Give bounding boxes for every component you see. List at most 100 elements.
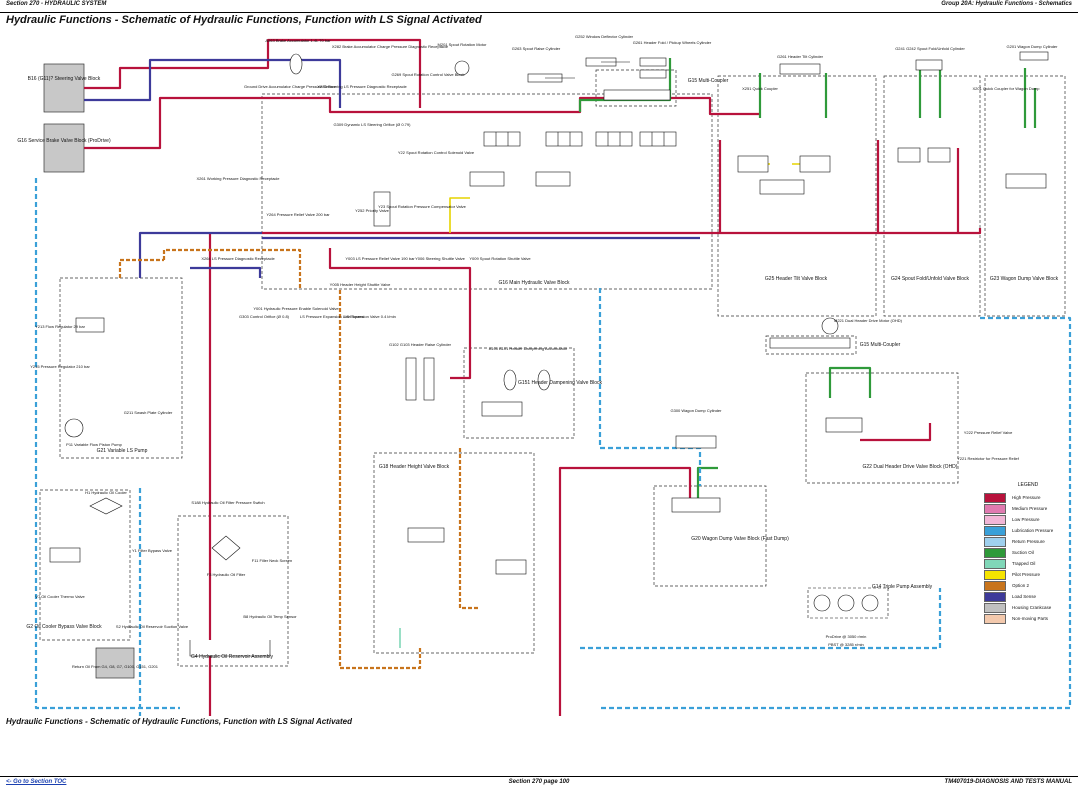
dual-header-outline — [805, 372, 959, 484]
label-pbst: PBST @ 3285 r/min — [828, 642, 864, 647]
legend-label: Suction Oil — [1012, 550, 1034, 555]
figure-caption: Hydraulic Functions - Schematic of Hydra… — [6, 717, 352, 726]
label-y009: Y009 Spout Rotation Shuttle Valve — [469, 256, 531, 261]
accumulator-header-damp-1 — [503, 369, 517, 391]
legend-swatch — [984, 613, 1006, 624]
label-reservoir-block: G4 Hydraulic Oil Reservoir Assembly — [191, 654, 273, 660]
legend-swatch — [984, 580, 1006, 591]
return-line-3 — [580, 588, 942, 650]
label-qc-wagon: X201 Quick Coupler for Wagon Dump — [973, 86, 1041, 91]
triple-pump-box — [807, 587, 889, 619]
manual-name: TM407019-DIAGNOSIS AND TESTS MANUAL — [944, 779, 1072, 785]
label-filter-bypass: Y1 Filter Bypass Valve — [132, 548, 173, 553]
return-line-2 — [598, 288, 702, 486]
suction-line-2 — [758, 73, 828, 118]
block-titles: B16 (G11)? Steering Valve Block G16 Serv… — [17, 76, 1058, 660]
filter-glyph — [211, 535, 241, 561]
label-main-block: G16 Main Hydraulic Valve Block — [498, 280, 570, 286]
header-height-outline — [373, 452, 535, 654]
label-filter: F3 Hydraulic Oil Filter — [207, 572, 246, 577]
pump-triple-3 — [861, 594, 879, 612]
brake-block-box — [43, 123, 85, 173]
label-triple-pump-block: G14 Triple Pump Assembly — [872, 584, 933, 590]
load-sense-line-1 — [84, 58, 342, 108]
label-press-relief-200: Y264 Pressure Relief Valve 200 bar — [266, 212, 330, 217]
reservoir-outline — [177, 515, 289, 667]
option2-line-1 — [162, 248, 302, 288]
section-toc-link[interactable]: <- Go to Section TOC — [6, 779, 67, 785]
high-pressure-line-3 — [262, 228, 982, 235]
legend-label: Non-moving Parts — [1012, 616, 1049, 621]
header-damp-outline — [463, 347, 575, 439]
label-header-tilt-block: G25 Header Tilt Valve Block — [765, 276, 828, 282]
legend-swatch — [984, 492, 1006, 503]
legend-label: Lubrication Pressure — [1012, 528, 1054, 533]
label-pump-reg: Y213 Flow Regulator 29 bar — [35, 324, 85, 329]
cylinder-wagon-dump-2 — [675, 435, 717, 449]
label-header-damp-block: G151 Header Dampening Valve Block — [518, 380, 603, 386]
suction-line-3 — [918, 68, 942, 118]
label-pump-block: G21 Variable LS Pump — [97, 448, 148, 454]
label-quick-coupler: X251 Quick Coupler — [742, 86, 778, 91]
legend-item: High Pressure — [984, 492, 1072, 503]
label-rotation-motor: M201 Spout Rotation Motor — [438, 42, 488, 47]
legend-item: Medium Pressure — [984, 503, 1072, 514]
motor-dual-header — [821, 317, 839, 335]
label-multicoupler-2: G15 Multi-Coupler — [860, 342, 901, 348]
label-dyn-steer: G309 Dynamic LS Steering Orifice (Ø 0.79… — [334, 122, 412, 127]
legend-item: Lubrication Pressure — [984, 525, 1072, 536]
suction-line-6 — [828, 366, 872, 398]
high-pressure-line-2 — [84, 96, 760, 150]
label-y005: Y005 Header Height Shuttle Valve — [330, 282, 391, 287]
wagon-fast-outline — [653, 485, 767, 587]
pump-triple-1 — [813, 594, 831, 612]
main-valve-block-outline — [261, 93, 713, 290]
label-wagon-dump-cyl: G201 Wagon Dump Cylinder — [1007, 44, 1059, 49]
label-brake-acc-charge: X282 Brake Accumulator Charge Pressure D… — [332, 44, 449, 49]
label-header-raise: G102 G103 Header Raise Cylinder — [389, 342, 452, 347]
option2-line-3 — [338, 290, 422, 670]
label-prodrive: ProDrive @ 3050 r/min — [826, 634, 867, 639]
label-swash: G211 Swash Plate Cylinder — [124, 410, 173, 415]
label-y001: Y001 Hydraulic Pressure Enable Solenoid … — [253, 306, 339, 311]
legend-swatch — [984, 547, 1006, 558]
label-relief-dual: Y222 Pressure Relief Valve — [964, 430, 1013, 435]
label-reservoir-suction: S2 Hydraulic Oil Reservoir Suction Valve — [116, 624, 189, 629]
label-brake-acc: A063 Brake Accumulator 1.4L 70 bar — [265, 38, 331, 43]
motor-spout-rotation — [454, 60, 470, 76]
legend-label: Option 2 — [1012, 583, 1030, 588]
return-line-4 — [600, 316, 1072, 710]
section-label: Section 270 - HYDRAULIC SYSTEM — [6, 1, 107, 7]
legend-swatch — [984, 525, 1006, 536]
label-dual-header-block: G22 Dual Header Drive Valve Block (OHD) — [863, 464, 958, 470]
cylinder-spout-raise — [527, 73, 575, 83]
legend-label: Return Pressure — [1012, 539, 1045, 544]
legend-label: Pilot Pressure — [1012, 572, 1041, 577]
header-tilt-block-outline — [717, 75, 877, 317]
label-y003: Y003 LS Pressure Relief Valve 190 bar — [345, 256, 415, 261]
label-y22: Y22 Spout Rotation Control Solenoid Valv… — [398, 150, 475, 155]
label-wagon-fast-block: G20 Wagon Dump Valve Block (Fast Dump) — [691, 536, 789, 542]
return-oil-box — [95, 647, 135, 679]
label-header-height-block: G18 Header Height Valve Block — [379, 464, 450, 470]
cylinder-spout-fold — [915, 59, 943, 71]
legend-swatch — [984, 536, 1006, 547]
high-pressure-line-5 — [328, 248, 472, 380]
label-ls-exp: LS Expansion Valve 0.4 l/min — [344, 314, 396, 319]
label-pump-ls: Y215 Pressure Regulator 210 bar — [30, 364, 90, 369]
label-header-damp-acc: A100 A101 Header Dampening Accumulator — [489, 346, 568, 351]
cooler-glyph — [89, 497, 123, 515]
label-temp-sensor: B8 Hydraulic Oil Temp Sensor — [243, 614, 297, 619]
label-return-pumps: Return Oil From G4, G8, G7, G100, G151, … — [72, 664, 159, 669]
legend-item: Return Pressure — [984, 536, 1072, 547]
cylinder-header-fold-2 — [639, 69, 667, 79]
legend-label: Housing Crankcase — [1012, 605, 1052, 610]
legend-swatch — [984, 602, 1006, 613]
pump-variable — [64, 418, 84, 438]
label-thermo: V7 Oil Cooler Thermo Valve — [35, 594, 85, 599]
label-oil-cooler: H1 Hydraulic Oil Cooler — [85, 490, 127, 495]
accumulator-header-damp-2 — [537, 369, 551, 391]
cylinder-header-raise-1 — [405, 357, 417, 401]
legend-swatch — [984, 591, 1006, 602]
